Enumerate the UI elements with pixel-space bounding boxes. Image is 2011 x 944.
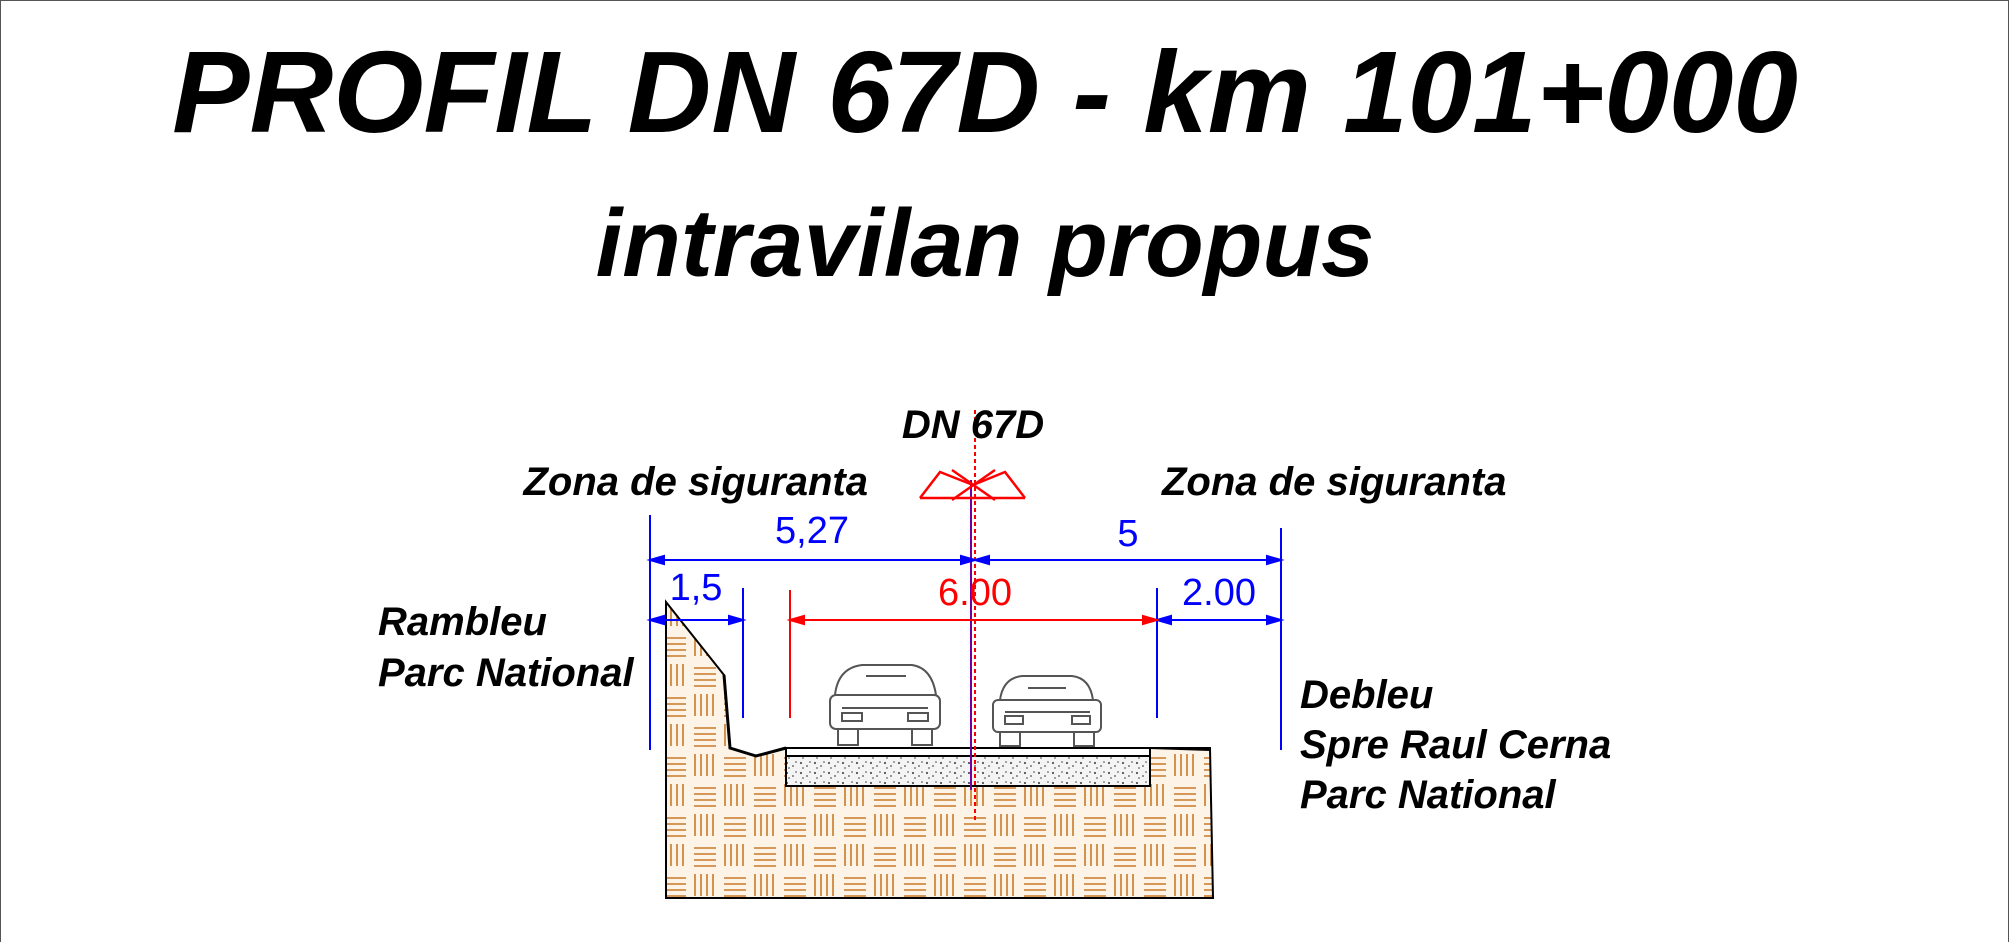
- asphalt-layer: [785, 747, 1151, 757]
- right-side-line3: Parc National: [1300, 773, 1557, 817]
- right-side-line2: Spre Raul Cerna: [1300, 723, 1611, 767]
- base-layer: [785, 755, 1151, 787]
- dim-left-total: 5,27: [775, 510, 849, 552]
- page-title: PROFIL DN 67D - km 101+000: [172, 27, 1798, 157]
- right-side-line1: Debleu: [1300, 673, 1433, 717]
- right-shoulder-line: [1149, 747, 1211, 751]
- dim-carriageway: 6.00: [938, 572, 1012, 614]
- car-left: [829, 664, 941, 746]
- car-right: [992, 675, 1102, 747]
- dim-left-ditch: 1,5: [670, 567, 723, 609]
- carriageway-dimension: [786, 590, 1161, 718]
- left-side-line1: Rambleu: [378, 600, 547, 644]
- road-label: DN 67D: [902, 403, 1044, 447]
- dim-right-shoulder: 2.00: [1182, 572, 1256, 614]
- dimension-lines: [646, 515, 1285, 750]
- axis-symbol: [919, 468, 1026, 502]
- safety-zone-left-label: Zona de siguranta: [523, 460, 869, 504]
- left-side-line2: Parc National: [378, 651, 635, 695]
- dim-right-total: 5: [1117, 513, 1138, 555]
- page-subtitle: intravilan propus: [596, 190, 1375, 297]
- safety-zone-right-label: Zona de siguranta: [1161, 460, 1507, 504]
- ditch-line: [722, 674, 787, 758]
